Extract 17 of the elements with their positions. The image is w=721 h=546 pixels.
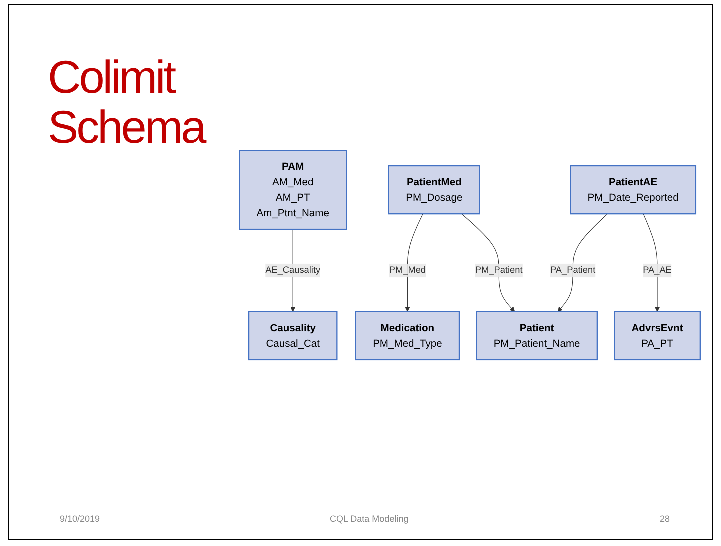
node-box: [239, 150, 348, 230]
footer-text: CQL Data Modeling: [330, 514, 409, 524]
node-box: [476, 311, 598, 360]
node-box: [248, 311, 338, 360]
slide-title: Colimit Schema: [48, 52, 207, 152]
node-box: [388, 165, 480, 214]
node-box: [614, 311, 701, 360]
page-number: 28: [660, 514, 670, 524]
node-box: [355, 311, 460, 360]
edge-label: PM_Med: [389, 265, 426, 276]
edge-label: PM_Patient: [475, 265, 523, 276]
schema-diagram: AE_Causality PM_Med PM_Patient PA_Patient PA_AE PAM AM_Med AM_PT Am_Ptnt_Name PatientMed PM_Dosage Causality Causal_Cat PatientAE PM_Date_Reported Medication PM_Med_Type Patient PM_Patient_Name AdvrsEvnt PA_PT: [235, 146, 705, 364]
footer-date: 9/10/2019: [60, 514, 100, 524]
node-box: [570, 165, 697, 214]
edge-label: PA_Patient: [550, 265, 596, 276]
edge-label: AE_Causality: [266, 265, 321, 276]
edge-label: PA_AE: [643, 265, 672, 276]
